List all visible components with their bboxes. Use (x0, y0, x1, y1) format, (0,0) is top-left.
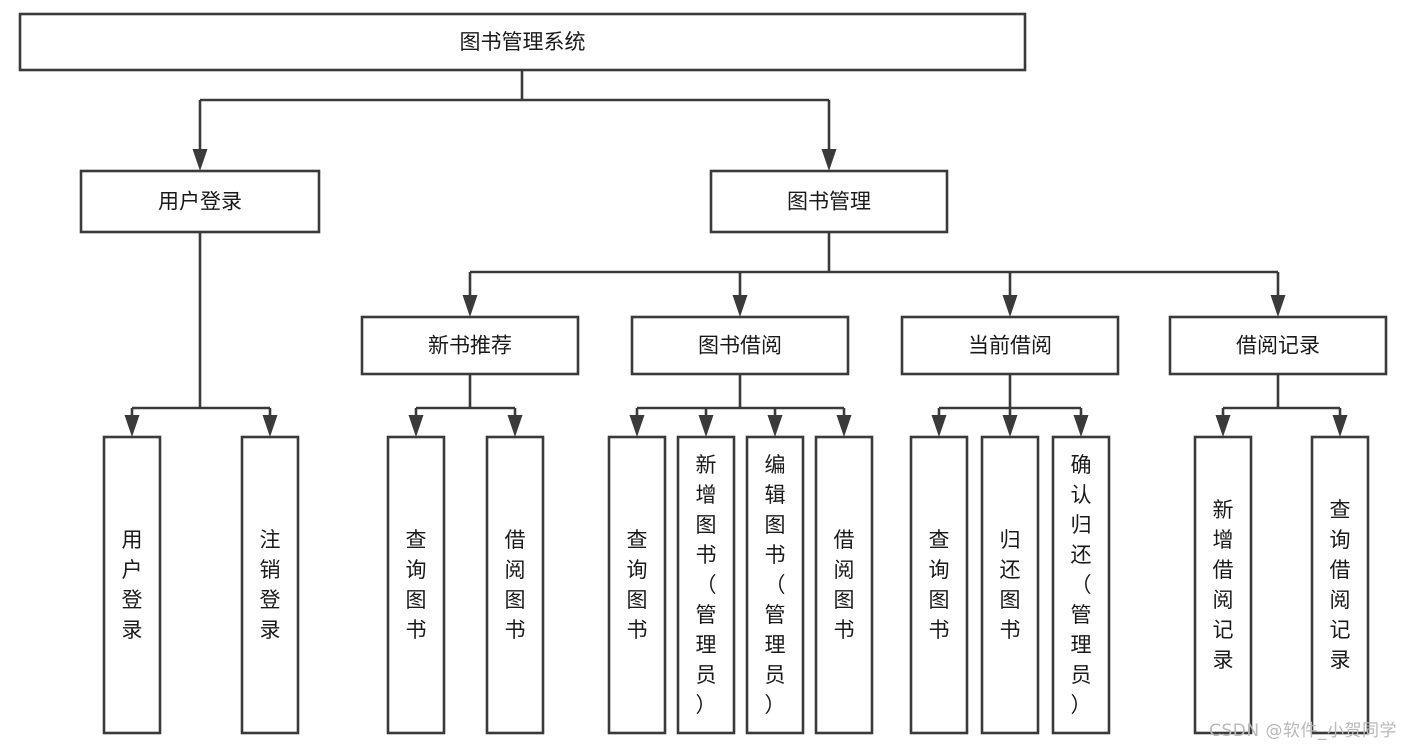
root-node-label: 图书管理系统 (460, 30, 586, 54)
connectors-layer (124, 70, 1348, 437)
level3-current-borrow-box[interactable] (900, 315, 1120, 376)
book-borrow-leaf-2-label: 新增图书（管理员） (696, 453, 717, 717)
level3-book-borrow-box[interactable] (630, 315, 850, 376)
book-borrow-leaf-2-box[interactable] (676, 435, 736, 735)
current-borrow-leaf-1-box[interactable] (909, 435, 969, 735)
arrow-head (821, 149, 837, 171)
arrow-head (462, 295, 478, 317)
arrow-head (1002, 295, 1018, 317)
arrow-head (408, 415, 424, 437)
level3-new-book-label: 新书推荐 (428, 334, 512, 358)
level2-user-login-box[interactable] (79, 169, 321, 234)
book-borrow-leaf-3-label: 编辑图书（管理员） (765, 453, 786, 717)
level3-borrow-record-box[interactable] (1168, 315, 1388, 376)
new-book-leaf-1-label: 查询图书 (406, 528, 427, 642)
current-borrow-leaf-3-box[interactable] (1051, 435, 1111, 735)
nodes-layer: 图书管理系统用户登录图书管理新书推荐图书借阅当前借阅借阅记录用户登录注销登录查询… (18, 12, 1388, 735)
level2-user-login-label: 用户登录 (158, 190, 242, 214)
book-borrow-leaf-1-label: 查询图书 (627, 528, 648, 642)
level3-new-book-box[interactable] (360, 315, 580, 376)
user-login-leaf-1-box[interactable] (102, 435, 162, 735)
user-login-leaf-2-label: 注销登录 (260, 528, 281, 642)
arrow-head (931, 415, 947, 437)
borrow-record-leaf-2-box[interactable] (1310, 435, 1370, 735)
level2-book-manage-label: 图书管理 (787, 190, 871, 214)
user-login-leaf-1-label: 用户登录 (122, 528, 143, 642)
current-borrow-leaf-1-label: 查询图书 (929, 528, 950, 642)
book-borrow-leaf-3-box[interactable] (745, 435, 805, 735)
arrow-head (1002, 415, 1018, 437)
arrow-head (124, 415, 140, 437)
current-borrow-leaf-2-label: 归还图书 (1000, 528, 1021, 642)
root-node-box[interactable] (18, 12, 1027, 72)
current-borrow-leaf-3-label: 确认归还（管理员） (1071, 453, 1092, 717)
current-borrow-leaf-2-box[interactable] (980, 435, 1040, 735)
borrow-record-leaf-1-box[interactable] (1193, 435, 1253, 735)
level2-book-manage-box[interactable] (709, 169, 949, 234)
arrow-head (192, 149, 208, 171)
arrow-head (1215, 415, 1231, 437)
arrow-head (262, 415, 278, 437)
borrow-record-leaf-2-label: 查询借阅记录 (1330, 498, 1351, 672)
level3-borrow-record-label: 借阅记录 (1236, 334, 1320, 358)
arrow-head (507, 415, 523, 437)
arrow-head (1270, 295, 1286, 317)
borrow-record-leaf-1-label: 新增借阅记录 (1213, 498, 1234, 672)
new-book-leaf-2-box[interactable] (485, 435, 545, 735)
arrow-head (1073, 415, 1089, 437)
arrow-head (767, 415, 783, 437)
book-borrow-leaf-1-box[interactable] (607, 435, 667, 735)
arrow-head (629, 415, 645, 437)
new-book-leaf-2-label: 借阅图书 (505, 528, 526, 642)
book-borrow-leaf-4-box[interactable] (814, 435, 874, 735)
user-login-leaf-2-box[interactable] (240, 435, 300, 735)
arrow-head (732, 295, 748, 317)
arrow-head (836, 415, 852, 437)
level3-book-borrow-label: 图书借阅 (698, 334, 782, 358)
watermark-label: CSDN @软件_小贺同学 (1209, 721, 1397, 741)
book-borrow-leaf-4-label: 借阅图书 (834, 528, 855, 642)
arrow-head (698, 415, 714, 437)
new-book-leaf-1-box[interactable] (386, 435, 446, 735)
level3-current-borrow-label: 当前借阅 (968, 334, 1052, 358)
arrow-head (1332, 415, 1348, 437)
